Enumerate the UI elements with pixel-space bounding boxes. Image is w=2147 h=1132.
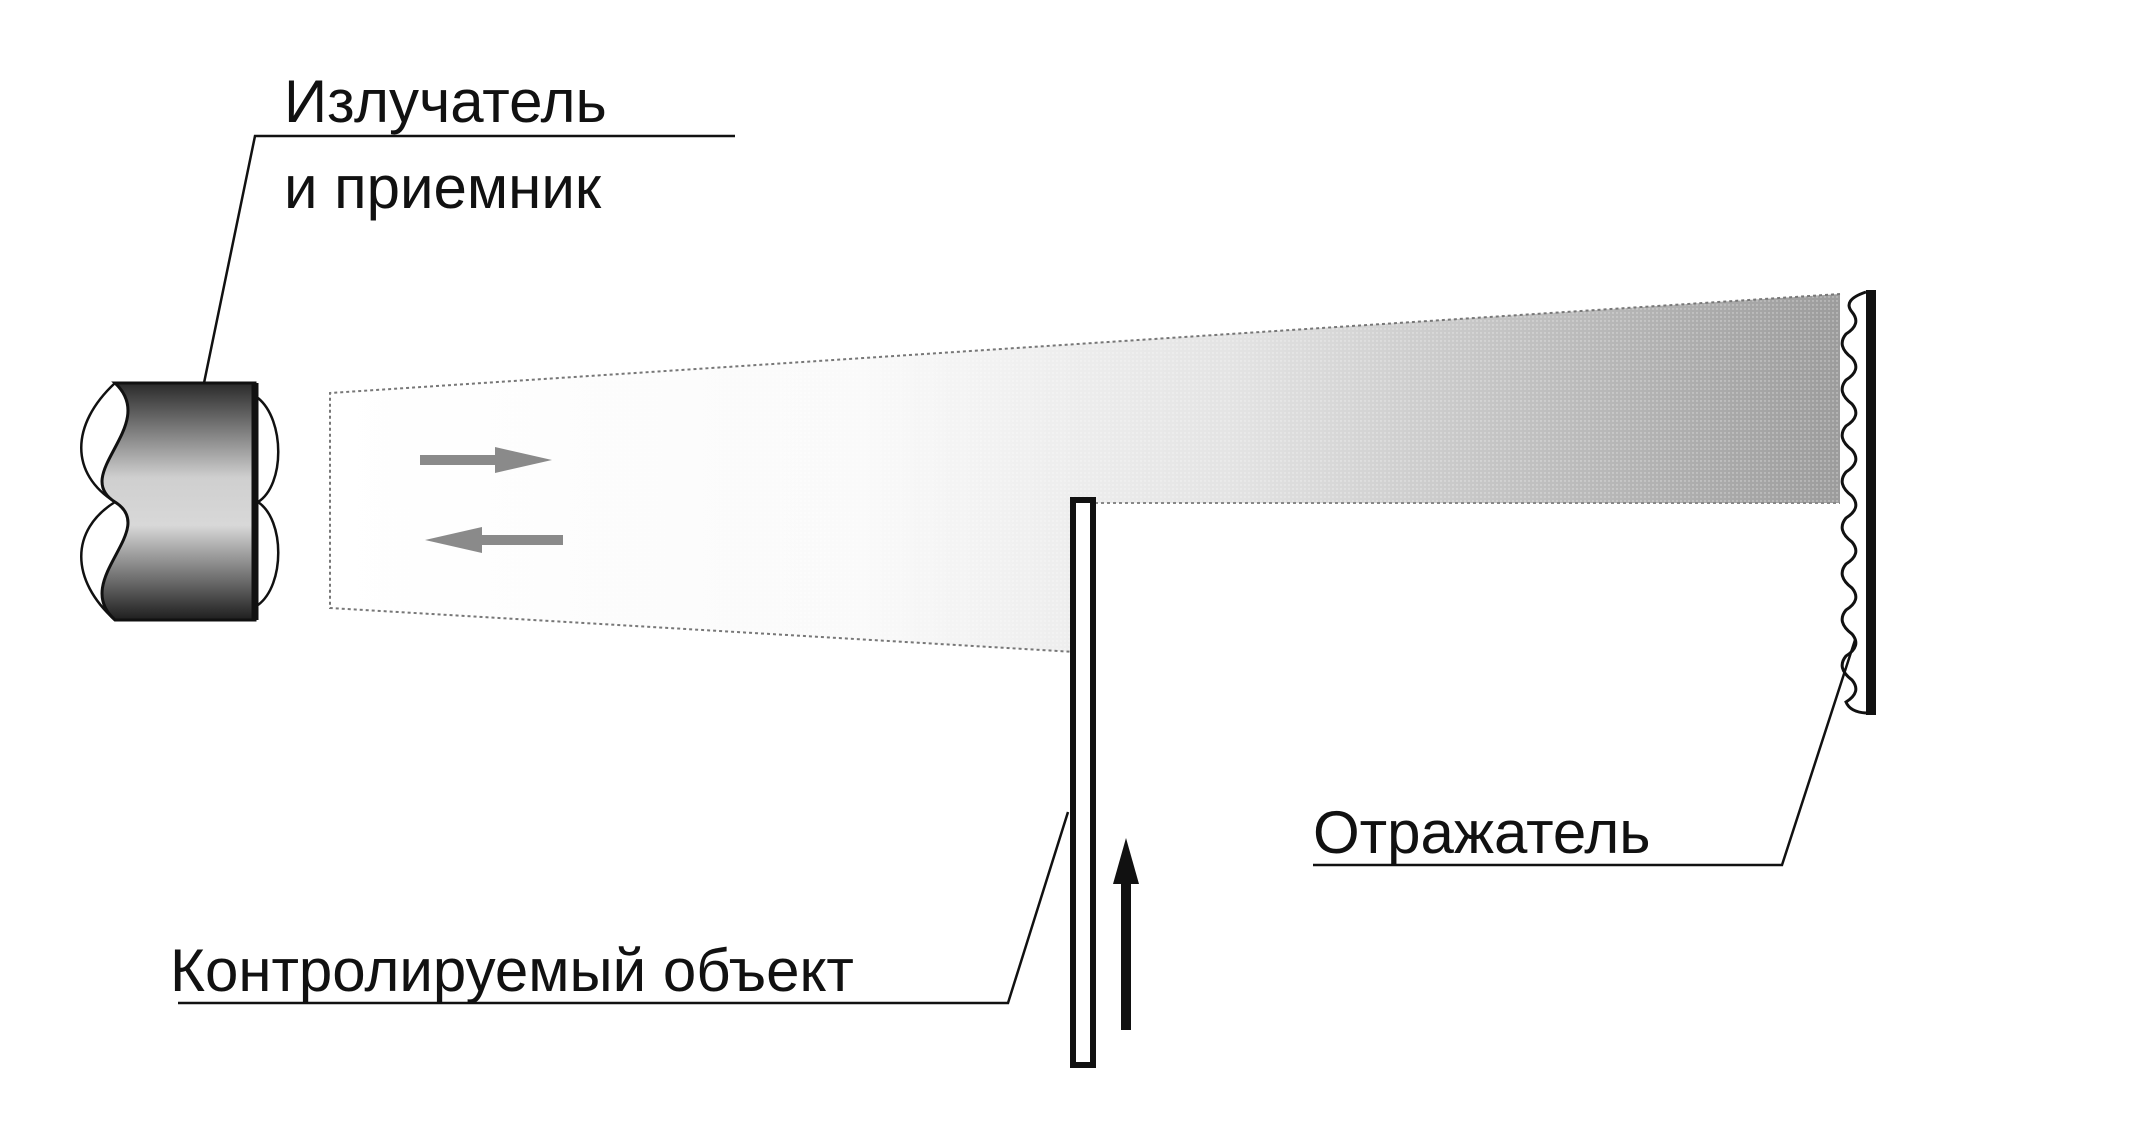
beam-direction-arrows [420,447,563,553]
leader-lines [178,134,1857,1005]
arrow-up-icon [1113,838,1139,1030]
emitter-receiver-label-line1: Излучатель [284,68,607,135]
emitter-receiver-label-line2: и приемник [284,154,602,221]
arrow-right-icon [420,447,552,473]
emitter-leader-line [202,134,735,384]
emitter-receiver-device [80,381,280,622]
arrow-left-icon [425,527,563,553]
controlled-object-label: Контролируемый объект [170,937,854,1004]
reflector-label: Отражатель [1313,799,1651,866]
controlled-object-plate [1070,497,1096,1068]
reflector [1840,290,1876,715]
light-beam [329,293,1841,653]
object-leader-line [178,811,1070,1005]
reflector-leader-line [1313,639,1857,867]
